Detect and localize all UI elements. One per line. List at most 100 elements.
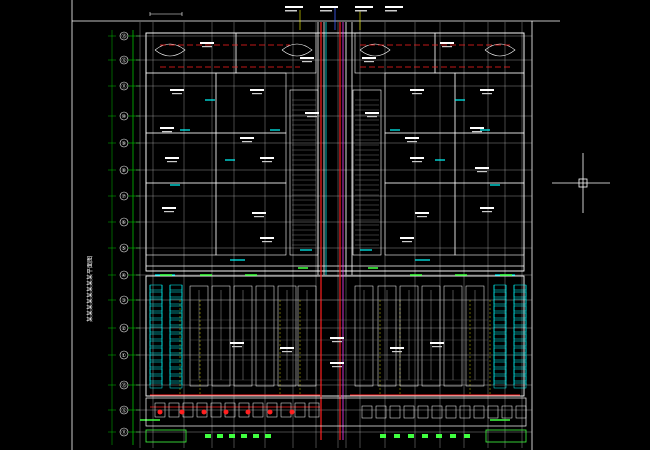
equipment-box — [252, 402, 264, 418]
ladder-rung — [493, 326, 507, 333]
ladder-rung — [149, 368, 163, 375]
valve-marker — [245, 409, 251, 415]
ladder-rung — [513, 375, 527, 382]
axis-bubble-label: ⑤ — [122, 246, 127, 252]
annotation-text-mark — [260, 157, 274, 159]
green-fixture — [450, 434, 456, 438]
ladder-rung — [149, 382, 163, 389]
top-marker — [149, 12, 183, 16]
bay — [255, 285, 275, 387]
annotation-text-mark — [242, 141, 252, 143]
axis-bubble-label: ⑫ — [122, 57, 127, 64]
valve-marker — [267, 409, 273, 415]
ladder-rung — [493, 305, 507, 312]
annotation-text-mark — [332, 341, 342, 343]
axis-bubble-label: ⑬ — [122, 382, 127, 389]
ladder-rung — [513, 340, 527, 347]
header-note-mark — [285, 6, 303, 8]
ladder-rung — [513, 305, 527, 312]
ladder-rung — [149, 340, 163, 347]
ladder-rung — [513, 284, 527, 291]
ladder-rung — [169, 340, 183, 347]
drawing-frame — [71, 0, 560, 450]
equipment-box — [487, 405, 499, 419]
annotation-text-mark — [252, 212, 266, 214]
annotation-text-mark — [307, 116, 317, 118]
axis-bubble-label: ① — [122, 353, 127, 359]
header-note-mark — [355, 10, 367, 12]
annotation-text-mark — [232, 346, 242, 348]
ladder-rung — [513, 298, 527, 305]
annotation-text-mark — [165, 157, 179, 159]
green-fixture — [436, 434, 442, 438]
ladder-rung — [169, 333, 183, 340]
annotation-text-mark — [400, 237, 414, 239]
axis-bubble-label: ⑪ — [122, 83, 127, 90]
valve-marker — [223, 409, 229, 415]
ladder-rung — [169, 312, 183, 319]
ladder-rung — [513, 291, 527, 298]
annotation-text-mark — [362, 57, 376, 59]
equipment-box — [375, 405, 387, 419]
equipment-box — [154, 402, 166, 418]
ladder-rung — [493, 312, 507, 319]
equipment-box — [389, 405, 401, 419]
label-box — [145, 429, 187, 443]
valve-marker — [157, 409, 163, 415]
ladder-rung — [149, 333, 163, 340]
equipment-box — [294, 402, 306, 418]
bay — [354, 285, 374, 387]
valve-marker — [201, 409, 207, 415]
crosshair-cursor-icon — [552, 153, 610, 213]
annotation-text-mark — [472, 131, 482, 133]
annotation-text-mark — [415, 212, 429, 214]
header-note-mark — [320, 6, 338, 8]
equipment-box — [361, 405, 373, 419]
ladder-rung — [169, 284, 183, 291]
annotation-text-mark — [475, 167, 489, 169]
bay — [297, 285, 317, 387]
ladder-rung — [169, 305, 183, 312]
ladder-rung — [149, 326, 163, 333]
annotation-text-mark — [162, 207, 176, 209]
ladder-rung — [149, 319, 163, 326]
ladder-rung — [493, 333, 507, 340]
ladder-rung — [169, 326, 183, 333]
equipment-box — [473, 405, 485, 419]
green-fixture — [394, 434, 400, 438]
ladder-rung — [513, 312, 527, 319]
ladder-rung — [149, 284, 163, 291]
annotation-text-mark — [330, 362, 344, 364]
label-box — [485, 429, 527, 443]
annotation-text-mark — [202, 46, 212, 48]
ladder-rung — [169, 382, 183, 389]
equipment-box — [266, 402, 278, 418]
annotation-text-mark — [262, 241, 272, 243]
ladder-rung — [169, 298, 183, 305]
ladder-rung — [493, 361, 507, 368]
equipment-box — [445, 405, 457, 419]
axis-bubble-label: ③ — [122, 298, 127, 304]
axis-bubble-label: ⑩ — [122, 114, 127, 120]
ladder-rung — [169, 361, 183, 368]
axis-bubble-label: ⑧ — [122, 168, 127, 174]
annotation-text-mark — [402, 241, 412, 243]
curved-wall — [484, 43, 516, 57]
ladder-rung — [169, 368, 183, 375]
valve-marker — [179, 409, 185, 415]
ladder-rung — [149, 305, 163, 312]
annotation-text-mark — [167, 161, 177, 163]
equipment-box — [168, 402, 180, 418]
walls — [145, 22, 525, 397]
ladder-rung — [149, 354, 163, 361]
annotation-text-mark — [482, 93, 492, 95]
annotation-text-mark — [417, 216, 427, 218]
equipment-box — [459, 405, 471, 419]
annotation-text-mark — [254, 216, 264, 218]
room — [352, 89, 382, 256]
ladder-rung — [493, 291, 507, 298]
building-outline-lower — [145, 275, 525, 397]
curved-wall — [281, 43, 313, 57]
